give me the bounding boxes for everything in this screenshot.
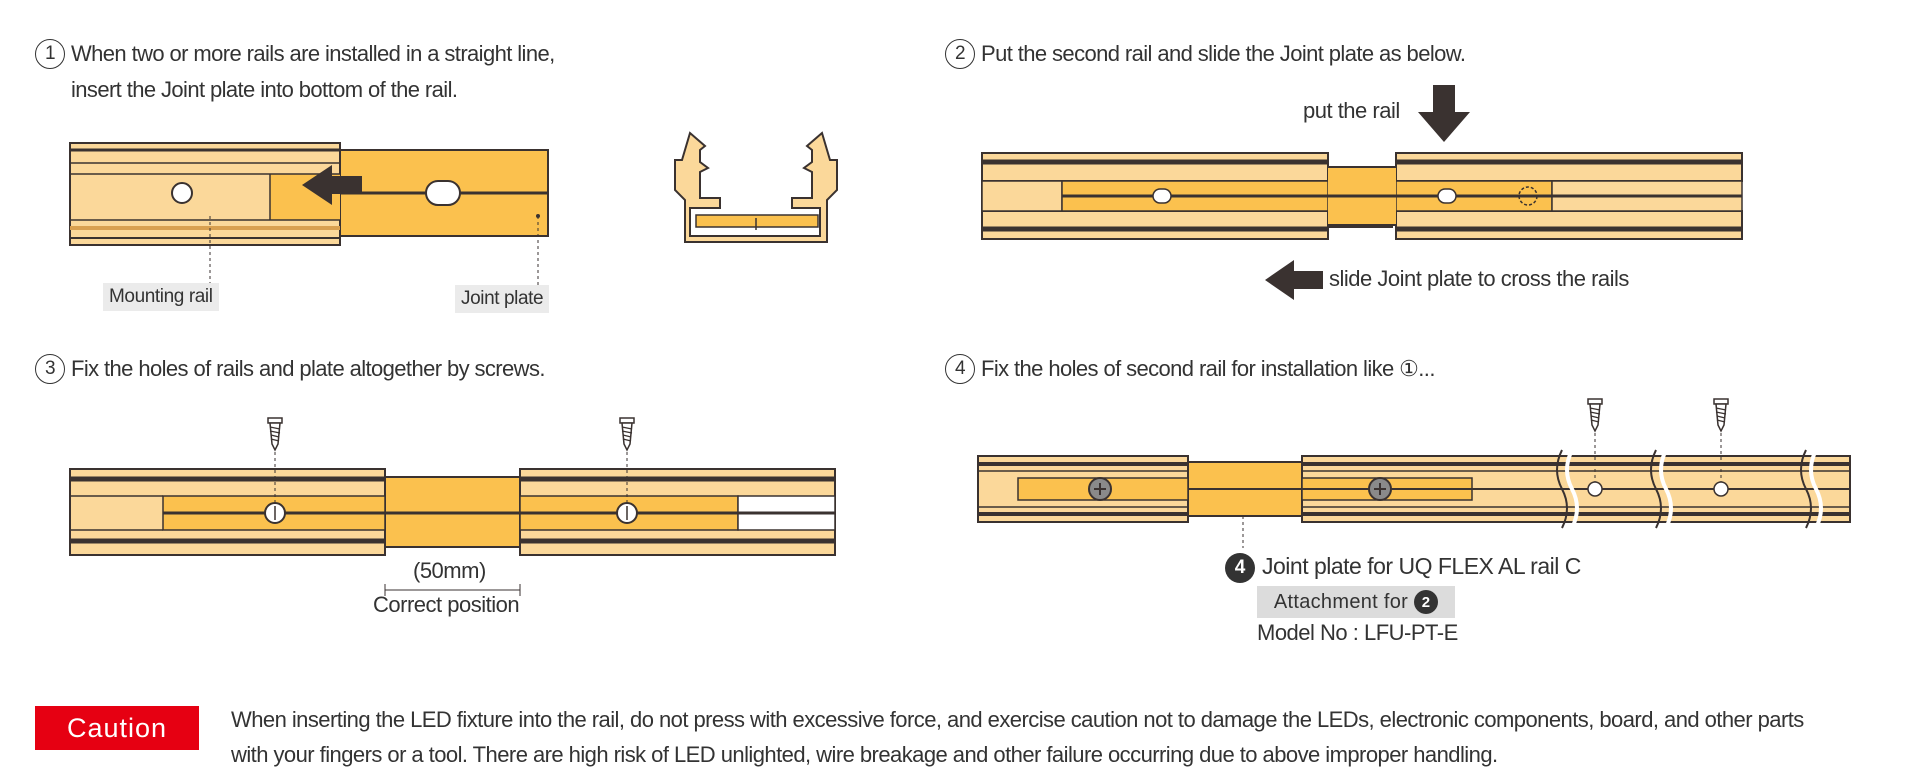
step-3-instruction: 3 Fix the holes of rails and plate altog…	[35, 351, 545, 387]
mounting-rail-label: Mounting rail	[103, 283, 219, 311]
caution-text: When inserting the LED fixture into the …	[231, 702, 1804, 772]
step-2-rail-diagram	[981, 85, 1743, 300]
step-number: 2	[945, 39, 975, 69]
caution-line-1: When inserting the LED fixture into the …	[231, 707, 1804, 732]
step-number: 3	[35, 354, 65, 384]
step-1-instruction: 1 When two or more rails are installed i…	[35, 36, 555, 108]
step-4-rail-diagram	[977, 398, 1851, 548]
attachment-for-text: Attachment for	[1273, 590, 1409, 613]
step-4-instruction: 4 Fix the holes of second rail for insta…	[945, 351, 1435, 387]
step-1-line-2: insert the Joint plate into bottom of th…	[71, 77, 458, 102]
product-number-badge: 4	[1225, 553, 1255, 583]
rail-profile-cross-section	[674, 131, 838, 243]
caution-line-2: with your fingers or a tool. There are h…	[231, 742, 1498, 767]
put-the-rail-label: put the rail	[1303, 98, 1400, 123]
caution-badge: Caution	[35, 706, 199, 750]
correct-position-label: Correct position	[373, 592, 520, 617]
step-2-line-1: Put the second rail and slide the Joint …	[981, 41, 1466, 66]
step-3-rail-diagram	[69, 417, 836, 596]
attachment-for-badge: Attachment for 2	[1257, 586, 1455, 618]
step-1-rail-diagram	[69, 142, 549, 285]
step-number: 1	[35, 39, 65, 69]
joint-plate-label: Joint plate	[455, 285, 550, 313]
step-number: 4	[945, 354, 975, 384]
slide-plate-label: slide Joint plate to cross the rails	[1329, 266, 1629, 291]
distance-label: (50mm)	[413, 558, 486, 583]
step-3-line-1: Fix the holes of rails and plate altoget…	[71, 356, 545, 381]
step-4-line-1: Fix the holes of second rail for install…	[981, 356, 1435, 381]
attachment-number: 2	[1414, 590, 1439, 614]
step-2-instruction: 2 Put the second rail and slide the Join…	[945, 36, 1466, 72]
model-number-label: Model No : LFU-PT-E	[1257, 620, 1458, 645]
product-name-label: Joint plate for UQ FLEX AL rail C	[1262, 553, 1581, 579]
step-1-line-1: When two or more rails are installed in …	[71, 41, 555, 66]
